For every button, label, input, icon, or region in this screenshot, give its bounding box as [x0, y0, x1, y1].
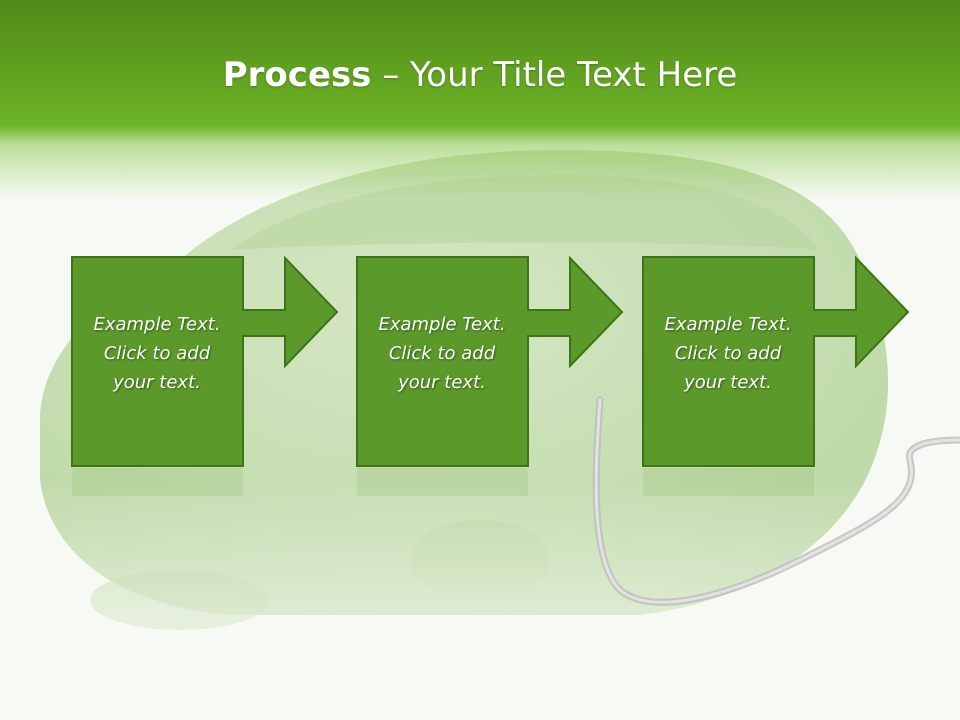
step-text-line: your text.: [684, 372, 772, 393]
step-text[interactable]: Example Text. Click to add your text.: [71, 310, 243, 397]
step-text-line: Example Text.: [664, 314, 792, 335]
step-text-line: Example Text.: [378, 314, 506, 335]
step-text-line: your text.: [113, 372, 201, 393]
step-text-line: your text.: [398, 372, 486, 393]
title-rest: – Your Title Text Here: [371, 55, 738, 95]
step-text-line: Click to add: [388, 343, 496, 364]
arrow-box-shape: [71, 255, 339, 496]
header-band: [0, 0, 960, 200]
slide-title[interactable]: Process – Your Title Text Here: [0, 50, 960, 100]
step-text[interactable]: Example Text. Click to add your text.: [356, 310, 528, 397]
process-step-2[interactable]: Example Text. Click to add your text.: [356, 255, 636, 496]
step-text-line: Click to add: [103, 343, 211, 364]
step-text-line: Example Text.: [93, 314, 221, 335]
arrow-box-shape: [356, 255, 624, 496]
step-text-line: Click to add: [674, 343, 782, 364]
title-emphasis: Process: [222, 55, 372, 95]
process-step-3[interactable]: Example Text. Click to add your text.: [642, 255, 922, 496]
arrow-box-shape: [642, 255, 910, 496]
process-step-1[interactable]: Example Text. Click to add your text.: [71, 255, 351, 496]
step-text[interactable]: Example Text. Click to add your text.: [642, 310, 814, 397]
